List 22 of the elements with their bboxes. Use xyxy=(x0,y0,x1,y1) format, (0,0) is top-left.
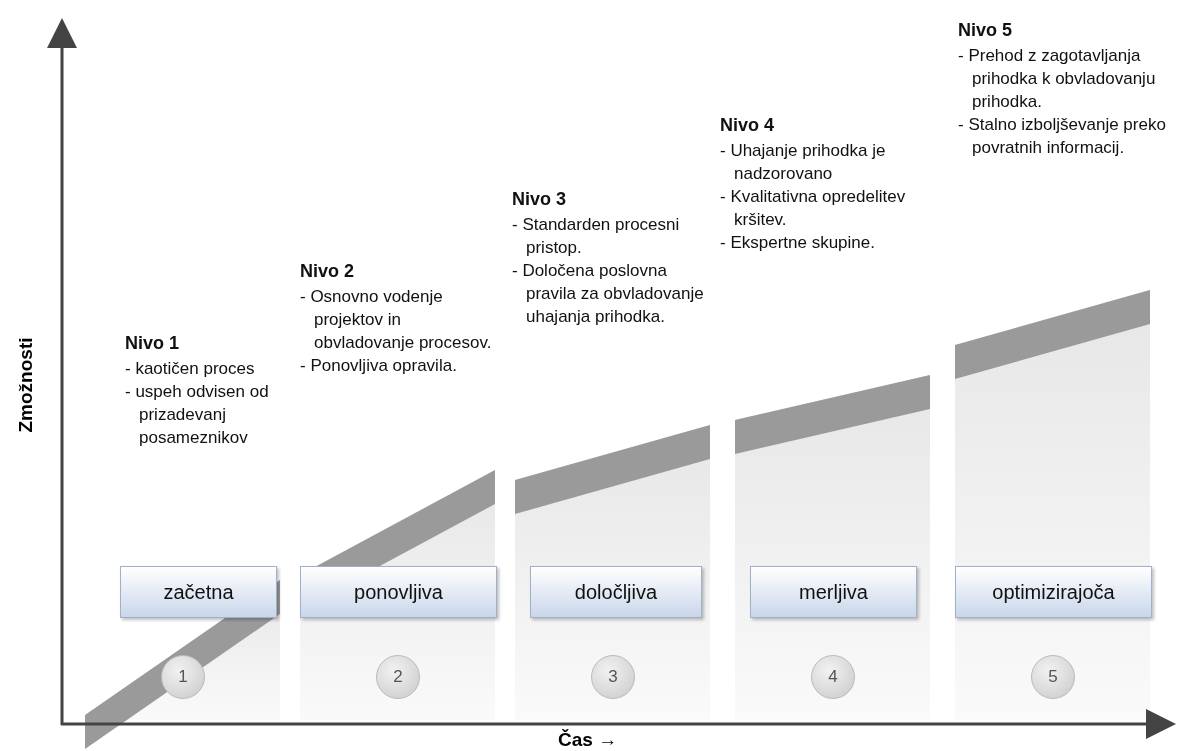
bullet-text: - Standarden procesni pristop. xyxy=(512,214,681,259)
level-heading: Nivo 3 xyxy=(512,189,568,210)
level-box: določljiva xyxy=(530,566,702,618)
level-box: začetna xyxy=(120,566,277,618)
bullet-text: - Določena poslovna pravila za obvladovanje uhajanja prihodka. xyxy=(512,260,705,328)
level-box: optimizirajoča xyxy=(955,566,1152,618)
level-heading: Nivo 4 xyxy=(720,115,776,136)
level-box: merljiva xyxy=(750,566,917,618)
level-heading: Nivo 2 xyxy=(300,261,356,282)
bullet-text: - Kvalitativna opredelitev kršitev. xyxy=(720,186,907,231)
bullet-text: - Prehod z zagotavljanja prihodka k obvladovanju prihodka. xyxy=(958,45,1157,113)
bullet-text: - Uhajanje prihodka je nadzorovano xyxy=(720,140,887,185)
axis-label: Zmožnosti xyxy=(15,337,37,433)
bullet-text: - uspeh odvisen od prizadevanj posameznikov xyxy=(125,381,270,449)
level-heading: Nivo 1 xyxy=(125,333,181,354)
bullet-text: - Ekspertne skupine. xyxy=(720,232,876,254)
bullet-text: - kaotičen proces xyxy=(125,358,256,380)
level-box: ponovljiva xyxy=(300,566,497,618)
bullet-text: - Ponovljiva opravila. xyxy=(300,355,458,377)
bullet-text: - Osnovno vodenje projektov in obvladovanje procesov. xyxy=(300,286,493,354)
level-heading: Nivo 5 xyxy=(958,20,1014,41)
bullet-text: - Stalno izboljševanje preko povratnih informacij. xyxy=(958,114,1167,159)
